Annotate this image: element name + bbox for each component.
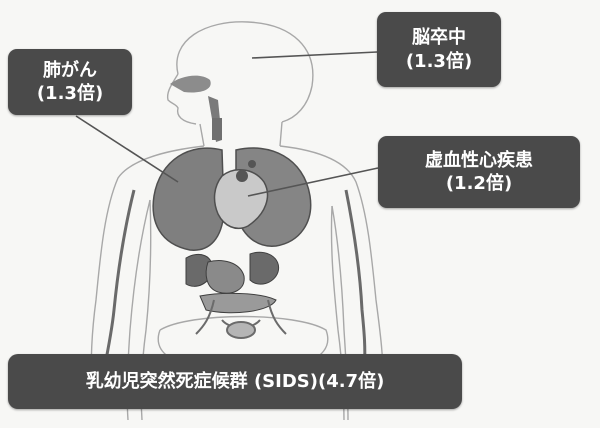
ischemic-heart-disease-name: 虚血性心疾患 (425, 149, 533, 172)
ischemic-heart-disease-label: 虚血性心疾患 (1.2倍) (378, 136, 580, 208)
stroke-ratio: (1.3倍) (406, 50, 472, 73)
stroke-name: 脳卒中 (412, 26, 466, 49)
lung-cancer-ratio: (1.3倍) (37, 82, 103, 105)
sids-label: 乳幼児突然死症候群 (SIDS)(4.7倍) (8, 354, 462, 409)
lung-cancer-label: 肺がん (1.3倍) (8, 49, 132, 115)
stroke-label: 脳卒中 (1.3倍) (377, 12, 501, 87)
ischemic-heart-disease-ratio: (1.2倍) (446, 172, 512, 195)
left-lung (153, 148, 224, 250)
lung-cancer-name: 肺がん (43, 59, 97, 82)
stroke-leader-line (252, 52, 377, 58)
sids-text: 乳幼児突然死症候群 (SIDS)(4.7倍) (86, 370, 385, 393)
abdominal-organs (186, 252, 279, 313)
lung-leader-line (76, 116, 178, 182)
